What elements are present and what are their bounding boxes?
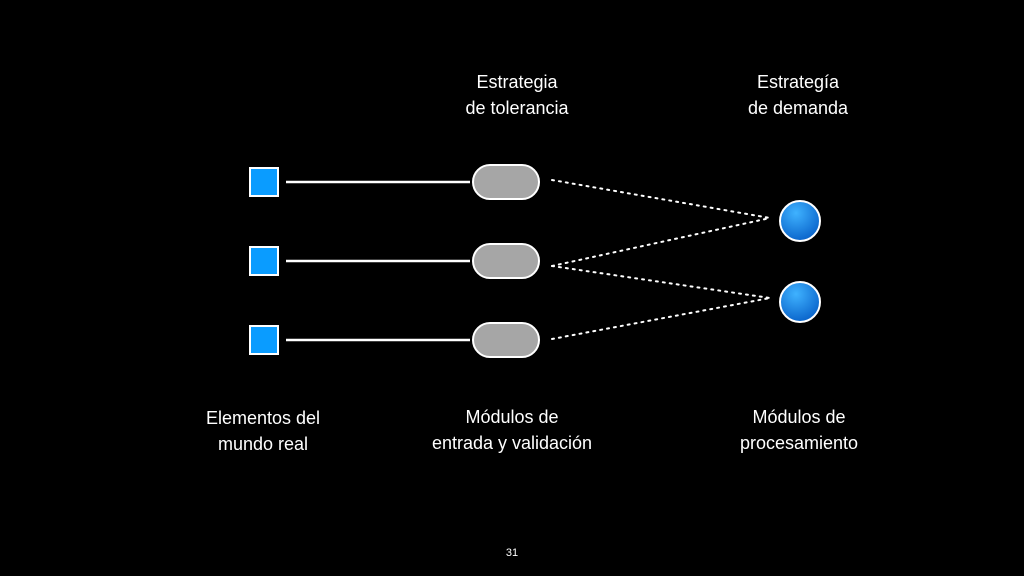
tolerance-strategy-line-1: Estrategia xyxy=(476,72,558,92)
input-module-2 xyxy=(472,243,540,279)
tolerance-strategy-line-2: de tolerancia xyxy=(465,98,569,118)
tolerance-strategy-label: Estrategia de tolerancia xyxy=(417,69,617,121)
real-world-square-1 xyxy=(249,167,279,197)
processing-modules-line-1: Módulos de xyxy=(752,407,846,427)
processing-modules-line-2: procesamiento xyxy=(739,433,859,453)
dotted-link-1-to-1 xyxy=(551,179,771,219)
dotted-link-3-to-2 xyxy=(551,297,771,340)
demand-strategy-line-1: Estrategía xyxy=(756,72,840,92)
input-modules-line-1: Módulos de xyxy=(465,407,559,427)
real-world-elements-line-1: Elementos del xyxy=(205,408,321,428)
processing-modules-label: Módulos de procesamiento xyxy=(689,404,909,456)
page-number: 31 xyxy=(505,547,519,559)
real-world-elements-label: Elementos del mundo real xyxy=(163,405,363,457)
demand-strategy-label: Estrategía de demanda xyxy=(698,69,898,121)
input-modules-line-2: entrada y validación xyxy=(431,433,593,453)
input-module-3 xyxy=(472,322,540,358)
dotted-link-2-to-1 xyxy=(551,217,771,267)
input-modules-label: Módulos de entrada y validación xyxy=(392,404,632,456)
processing-node-1 xyxy=(779,200,821,242)
real-world-square-3 xyxy=(249,325,279,355)
dotted-link-2-to-2 xyxy=(551,265,771,299)
demand-strategy-line-2: de demanda xyxy=(747,98,849,118)
processing-node-2 xyxy=(779,281,821,323)
real-world-square-2 xyxy=(249,246,279,276)
real-world-elements-line-2: mundo real xyxy=(217,434,309,454)
input-module-1 xyxy=(472,164,540,200)
